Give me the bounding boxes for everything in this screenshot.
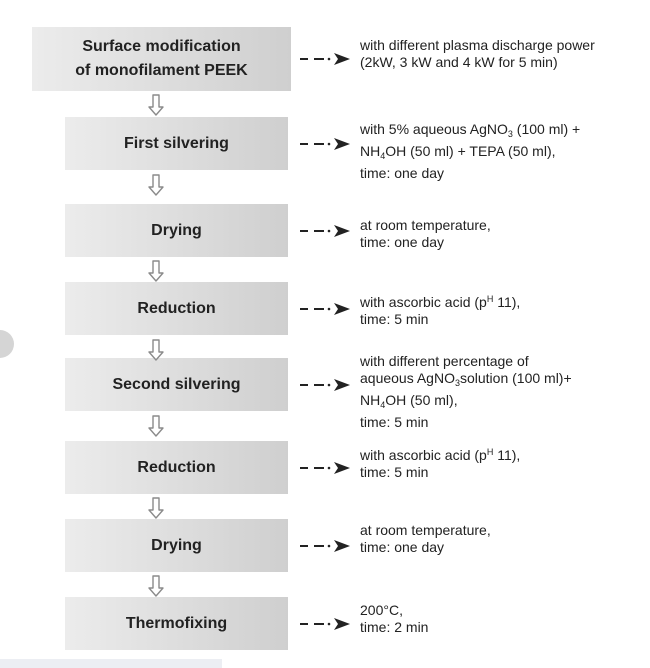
step-condition-note-1: with different plasma discharge power(2k… [360,37,595,71]
dashed-right-arrow-icon [298,302,352,316]
step-condition-note-3: at room temperature,time: one day [360,217,491,251]
superscript-text: H [486,447,494,457]
dashed-right-arrow-icon [298,539,352,553]
note-text: time: 2 min [360,619,429,635]
step-label: Thermofixing [125,614,228,632]
step-box-3: Drying [65,204,288,257]
down-arrow-icon [147,575,165,597]
subscript-text: 4 [380,151,386,161]
step-box-6: Reduction [65,441,288,494]
note-text: solution (100 ml)+ [459,370,572,386]
step-label: Surface modification [82,38,241,55]
step-box-2: First silvering [65,117,288,170]
note-line: time: one day [360,539,491,556]
note-text: 11), [493,447,521,463]
dashed-right-arrow-icon [298,378,352,392]
note-line: (2kW, 3 kW and 4 kW for 5 min) [360,54,595,71]
down-arrow-icon [147,260,165,282]
subscript-text: 3 [454,378,460,388]
note-text: aqueous AgNO [360,370,455,386]
note-text: 200°C, [360,602,403,618]
step-label: Drying [151,536,202,554]
note-text: OH (50 ml) + TEPA (50 ml), [385,143,556,159]
step-label: Second silvering [112,375,241,393]
note-line: time: 5 min [360,311,520,328]
note-text: (100 ml) + [512,121,581,137]
note-text: with different percentage of [360,353,529,369]
dashed-right-arrow-icon [298,461,352,475]
step-condition-note-7: at room temperature,time: one day [360,522,491,556]
note-line: time: one day [360,165,580,182]
step-label-line2: of monofilament PEEK [75,62,248,79]
step-box-1: Surface modification of monofilament PEEK [32,27,291,91]
note-text: at room temperature, [360,217,491,233]
note-text: with ascorbic acid (p [360,294,487,310]
note-text: 11), [493,294,521,310]
step-condition-note-2: with 5% aqueous AgNO3 (100 ml) +NH4OH (5… [360,121,580,182]
note-text: time: 5 min [360,311,429,327]
step-condition-note-4: with ascorbic acid (pH 11),time: 5 min [360,291,520,328]
note-line: time: one day [360,234,491,251]
step-label: Reduction [137,458,216,476]
note-line: NH4OH (50 ml) + TEPA (50 ml), [360,143,580,165]
step-condition-note-8: 200°C,time: 2 min [360,602,428,636]
note-text: with different plasma discharge power [360,37,595,53]
down-arrow-icon [147,174,165,196]
note-line: with 5% aqueous AgNO3 (100 ml) + [360,121,580,143]
edge-circle-decoration [0,330,14,358]
note-line: time: 5 min [360,464,520,481]
subscript-text: 3 [507,129,513,139]
dashed-right-arrow-icon [298,617,352,631]
down-arrow-icon [147,497,165,519]
note-text: NH [360,143,381,159]
subscript-text: 4 [380,400,386,410]
note-line: with different plasma discharge power [360,37,595,54]
note-line: at room temperature, [360,522,491,539]
bottom-strip [0,659,222,668]
dashed-right-arrow-icon [298,52,352,66]
note-text: time: 5 min [360,414,429,430]
down-arrow-icon [147,339,165,361]
note-text: OH (50 ml), [385,392,458,408]
note-text: at room temperature, [360,522,491,538]
note-text: with ascorbic acid (p [360,447,487,463]
step-box-7: Drying [65,519,288,572]
step-label: Drying [151,221,202,239]
note-text: time: one day [360,165,445,181]
note-text: time: one day [360,539,445,555]
step-box-5: Second silvering [65,358,288,411]
note-line: with ascorbic acid (pH 11), [360,444,520,464]
note-line: with ascorbic acid (pH 11), [360,291,520,311]
note-line: with different percentage of [360,353,572,370]
step-label: First silvering [124,134,229,152]
note-line: at room temperature, [360,217,491,234]
note-text: with 5% aqueous AgNO [360,121,508,137]
dashed-right-arrow-icon [298,137,352,151]
down-arrow-icon [147,415,165,437]
note-line: time: 2 min [360,619,428,636]
down-arrow-icon [147,94,165,116]
note-text: (2kW, 3 kW and 4 kW for 5 min) [360,54,558,70]
step-box-4: Reduction [65,282,288,335]
note-line: NH4OH (50 ml), [360,392,572,414]
step-condition-note-6: with ascorbic acid (pH 11),time: 5 min [360,444,520,481]
note-line: aqueous AgNO3solution (100 ml)+ [360,370,572,392]
dashed-right-arrow-icon [298,224,352,238]
superscript-text: H [486,294,494,304]
note-text: time: one day [360,234,445,250]
step-box-8: Thermofixing [65,597,288,650]
step-label: Reduction [137,299,216,317]
note-line: time: 5 min [360,414,572,431]
note-text: time: 5 min [360,464,429,480]
note-line: 200°C, [360,602,428,619]
note-text: NH [360,392,381,408]
